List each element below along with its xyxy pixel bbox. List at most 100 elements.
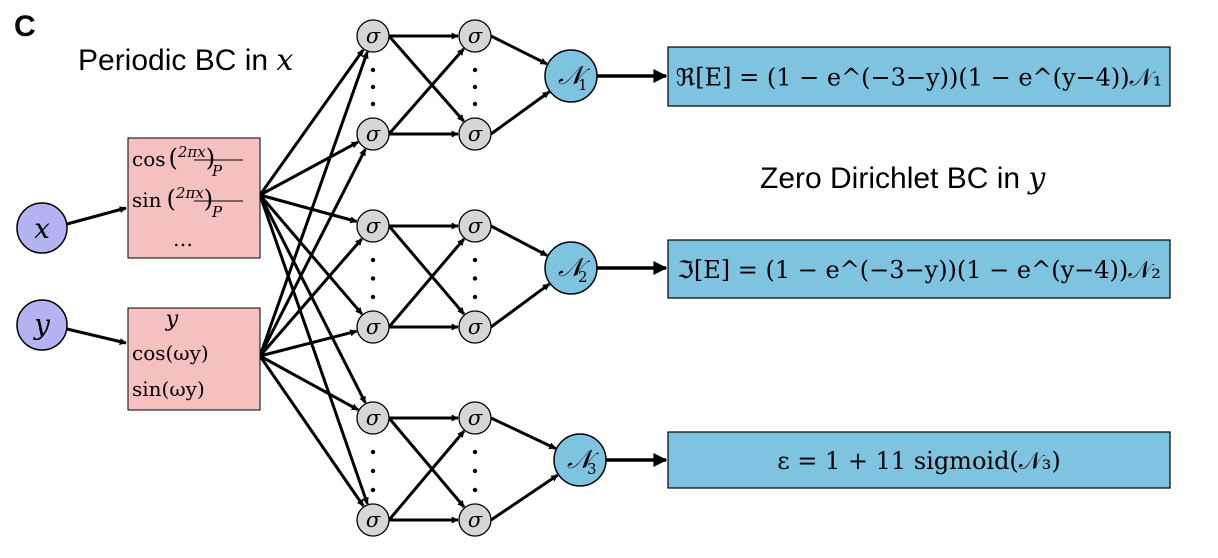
y-feature-y: y [165, 307, 179, 332]
hidden-node-circle [356, 310, 390, 344]
network-node-N3: 𝒩3 [553, 433, 607, 487]
ellipsis-dot [370, 468, 376, 474]
hidden-node-circle [356, 117, 390, 151]
hidden-node: σ [458, 401, 492, 435]
output-boxes: ℜ[E] = (1 − e^(−3−y))(1 − e^(y−4))𝒩₁ ℑ[E]… [667, 46, 1171, 489]
ellipsis-dot [472, 487, 478, 493]
ellipsis-dot [472, 101, 478, 107]
edge-hidden-to-network [490, 416, 557, 450]
ellipsis-dot [370, 101, 376, 107]
hidden-node-circle [458, 310, 492, 344]
hidden-node: σ [458, 503, 492, 537]
edge-features-to-hidden [258, 48, 365, 196]
x-feature-cos: cos(2πx) [132, 143, 215, 172]
hidden-node-circle [458, 503, 492, 537]
input-node-y-label: y [32, 308, 51, 341]
vertical-ellipsis [472, 449, 478, 493]
input-node-y-circle [16, 299, 68, 351]
hidden-block-1: σ σ σ σ [356, 19, 492, 151]
hidden-node: σ [356, 19, 390, 53]
hidden-node-label: σ [366, 508, 381, 532]
hidden-node: σ [356, 117, 390, 151]
output-box-N2: ℑ[E] = (1 − e^(−3−y))(1 − e^(y−4))𝒩₂ [667, 239, 1171, 299]
vertical-ellipsis [370, 257, 376, 300]
output-formula: ℜ[E] = (1 − e^(−3−y))(1 − e^(y−4))𝒩₁ [676, 64, 1163, 92]
hidden-node: σ [356, 209, 390, 243]
hidden-node: σ [458, 19, 492, 53]
x-feature-sin-denominator: P [211, 203, 223, 221]
y-feature-box-rect [127, 307, 261, 411]
edge-hidden-to-network [490, 90, 551, 136]
edge-features-to-hidden [258, 51, 369, 357]
ellipsis-dot [370, 84, 376, 90]
y-feature-sin: sin(ωy) [132, 377, 205, 401]
x-feature-ellipsis: … [173, 227, 193, 251]
hidden-node-label: σ [468, 406, 483, 430]
edge-features-to-hidden [258, 194, 369, 505]
ellipsis-dot [472, 84, 478, 90]
hidden-node-circle [356, 401, 390, 435]
y-feature-cos: cos(ωy) [132, 341, 209, 365]
ellipsis-dot [472, 294, 478, 300]
output-box-N1: ℜ[E] = (1 − e^(−3−y))(1 − e^(y−4))𝒩₁ [667, 46, 1171, 107]
ellipsis-dot [370, 67, 376, 73]
edge-hidden-to-network [490, 282, 551, 329]
hidden-node: σ [356, 503, 390, 537]
hidden-node: σ [356, 310, 390, 344]
edge-hidden-to-network [490, 224, 548, 257]
hidden-node-label: σ [468, 315, 483, 339]
output-box-rect [667, 46, 1171, 107]
edge-features-to-hidden [258, 355, 365, 507]
network-node-N1: 𝒩1 [544, 49, 598, 103]
network-node-subscript: 1 [578, 76, 588, 94]
ellipsis-dot [370, 487, 376, 493]
periodic-bc-annotation: Periodic BC in x [78, 43, 293, 78]
x-feature-sin: sin(2πx) [132, 184, 213, 213]
ellipsis-dot [472, 468, 478, 474]
ellipsis-dot [472, 276, 478, 281]
hidden-node-label: σ [468, 508, 483, 532]
network-node-subscript: 3 [587, 460, 597, 478]
hidden-node-label: σ [366, 24, 381, 48]
output-formula: ε = 1 + 11 sigmoid(𝒩₃) [777, 447, 1061, 475]
hidden-node-label: σ [468, 214, 483, 238]
hidden-node-circle [458, 401, 492, 435]
hidden-node-label: σ [366, 122, 381, 146]
hidden-node-label: σ [468, 24, 483, 48]
x-feature-cos-denominator: P [211, 162, 223, 180]
periodic-bc-text: Periodic BC in [78, 44, 276, 77]
hidden-node-label: σ [468, 122, 483, 146]
hidden-block-2: σ σ σ σ [356, 209, 492, 344]
network-node-circle [544, 49, 598, 103]
dirichlet-bc-var: y [1026, 161, 1046, 196]
edge-features-to-hidden [258, 194, 367, 404]
ellipsis-dot [370, 294, 376, 300]
edge-hidden-to-hidden [387, 47, 465, 135]
edge-x-to-features [66, 206, 127, 226]
hidden-node: σ [458, 310, 492, 344]
input-node-y: y [16, 299, 68, 351]
edge-features-to-hidden [259, 354, 359, 412]
hidden-node: σ [458, 117, 492, 151]
edge-hidden-to-network [490, 34, 548, 66]
input-node-x-label: x [34, 212, 50, 245]
panel-label: C [14, 10, 36, 43]
output-formula: ℑ[E] = (1 − e^(−3−y))(1 − e^(y−4))𝒩₂ [677, 256, 1161, 284]
ellipsis-dot [472, 449, 478, 455]
vertical-ellipsis [472, 67, 478, 107]
edge-hidden-to-network [490, 473, 559, 522]
output-box-rect [667, 431, 1171, 489]
dirichlet-bc-annotation: Zero Dirichlet BC in y [760, 161, 1046, 196]
edge-features-to-hidden [259, 329, 358, 358]
output-box-rect [667, 239, 1171, 299]
dirichlet-bc-text: Zero Dirichlet BC in [760, 162, 1028, 195]
periodic-bc-var: x [276, 43, 293, 78]
edge-hidden-to-hidden [387, 35, 465, 123]
network-node-circle [553, 433, 607, 487]
hidden-node-circle [458, 19, 492, 53]
hidden-node-circle [356, 19, 390, 53]
